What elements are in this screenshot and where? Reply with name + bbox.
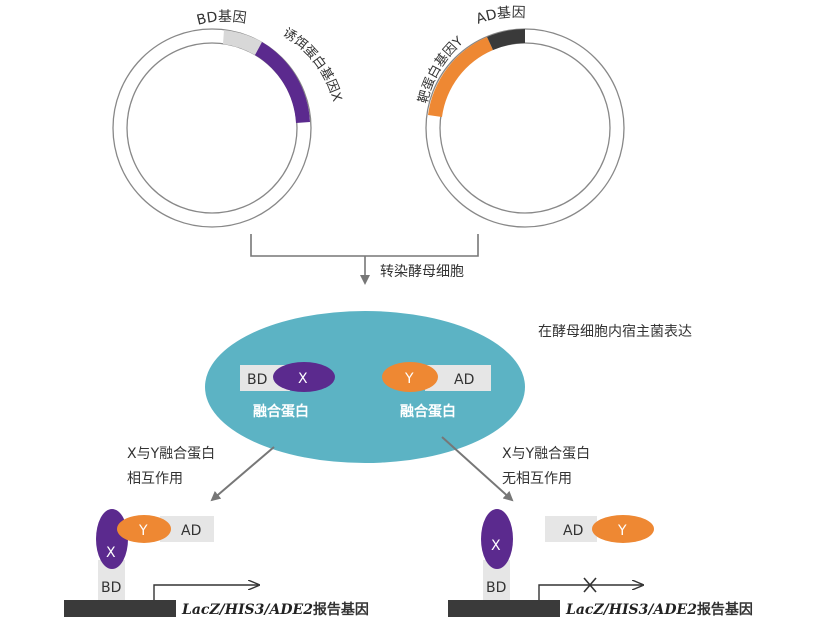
plasmid-left-outer <box>112 28 312 228</box>
reporter-right: LacZ/HIS3/ADE2报告基因 <box>565 601 753 618</box>
x-protein-right <box>481 509 513 569</box>
blocked-cross-icon <box>583 577 597 593</box>
fusion-protein-right-label: 融合蛋白 <box>400 403 456 420</box>
x-protein-label: X <box>298 371 308 387</box>
promoter-bar-right <box>448 600 560 617</box>
y-label-left: Y <box>138 523 148 539</box>
outcome-no-interaction: BD X AD Y LacZ/HIS3/ADE2报告基因 <box>448 509 753 618</box>
yeast-cell-body <box>205 311 525 463</box>
merge-bracket <box>250 234 479 257</box>
plasmid-left-inner <box>126 42 298 214</box>
prey-gene-y-segment <box>428 37 493 117</box>
no-interaction-line2: 无相互作用 <box>502 471 572 487</box>
y-protein-left <box>117 515 171 543</box>
ad-domain-label: AD <box>454 372 474 388</box>
plasmid-right: 靶蛋白基因Y AD基因 <box>416 4 625 228</box>
interaction-line2: 相互作用 <box>127 471 183 487</box>
outcome-interaction: BD X AD Y LacZ/HIS3/ADE2报告基因 <box>64 509 369 618</box>
ad-gene-label: AD基因 <box>474 4 526 28</box>
no-interaction-line1: X与Y融合蛋白 <box>502 446 590 462</box>
bd-gene-label: BD基因 <box>195 8 247 29</box>
ad-label-right: AD <box>563 523 583 539</box>
bd-label-right: BD <box>486 580 506 596</box>
ad-gene-segment <box>487 29 525 50</box>
bd-gene-segment <box>223 30 262 55</box>
bd-domain-label: BD <box>247 372 267 388</box>
bait-gene-x-segment <box>255 42 310 123</box>
transcription-arrow-right <box>538 585 642 600</box>
bd-label-left: BD <box>101 580 121 596</box>
ad-label-left: AD <box>181 523 201 539</box>
y-label-right: Y <box>617 523 627 539</box>
y-protein <box>382 362 438 392</box>
x-label-left: X <box>106 545 116 561</box>
plasmid-left: BD基因 诱饵蛋白基因X <box>112 8 344 228</box>
arrow-to-no-interaction <box>441 436 514 502</box>
ad-box-right <box>545 516 597 542</box>
fusion-protein-left-label: 融合蛋白 <box>253 403 309 420</box>
express-label: 在酵母细胞内宿主菌表达 <box>538 323 692 340</box>
transcription-arrow-left <box>153 585 258 600</box>
x-protein <box>273 362 335 392</box>
x-label-right: X <box>491 538 501 554</box>
yeast-cell: BD X 融合蛋白 AD Y 融合蛋白 <box>205 311 525 463</box>
y-protein-label: Y <box>404 371 414 387</box>
interaction-line1: X与Y融合蛋白 <box>127 446 215 462</box>
promoter-bar-left <box>64 600 176 617</box>
transform-label: 转染酵母细胞 <box>380 264 464 280</box>
reporter-left: LacZ/HIS3/ADE2报告基因 <box>181 601 369 618</box>
y-protein-right <box>592 515 654 543</box>
arrow-to-interaction <box>210 446 275 502</box>
